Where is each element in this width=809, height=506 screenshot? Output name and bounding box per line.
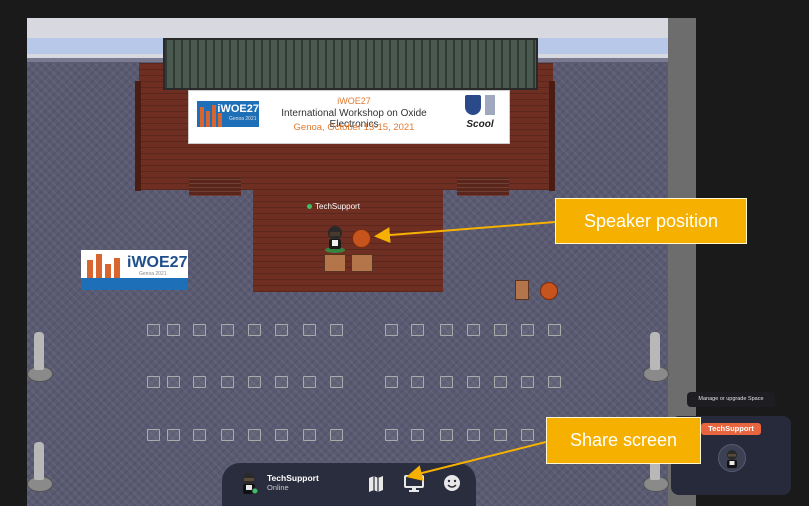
chair (248, 376, 261, 388)
statue-icon (27, 332, 53, 382)
event-dates: Genoa, October 13-15, 2021 (293, 122, 415, 133)
chair (275, 376, 288, 388)
stage-lower (253, 188, 443, 292)
chair (147, 376, 160, 388)
chair (303, 324, 316, 336)
chair (221, 429, 234, 441)
chair (193, 324, 206, 336)
chair (411, 324, 424, 336)
chair (167, 376, 180, 388)
player-nametag: TechSupport (307, 202, 360, 211)
chair (147, 429, 160, 441)
map-view[interactable]: iWOE27 Genoa 2021 iWOE27 International W… (27, 18, 696, 506)
chair (385, 376, 398, 388)
chair (494, 376, 507, 388)
logo-text: iWOE27 (217, 103, 259, 115)
chair (167, 324, 180, 336)
video-name-badge: TechSupport (701, 423, 761, 435)
logo-subtext: Genoa 2021 (229, 116, 257, 122)
stage-curtain (163, 38, 538, 90)
event-full-title: International Workshop on Oxide Electron… (281, 108, 427, 130)
user-avatar[interactable] (238, 472, 260, 496)
stage-rail-left (135, 81, 141, 191)
chair (221, 324, 234, 336)
chair (440, 324, 453, 336)
map-icon[interactable] (366, 474, 386, 494)
chair (440, 429, 453, 441)
sign-logo-subtext: Genoa 2021 (139, 271, 167, 277)
chair (548, 324, 561, 336)
partner-logo-icon (485, 95, 495, 115)
sign-logo-text: iWOE27 (127, 254, 188, 271)
chair (548, 376, 561, 388)
statue-icon (643, 332, 669, 382)
bottom-toolbar: TechSupport Online (222, 463, 476, 506)
share-screen-callout: Share screen (546, 417, 701, 464)
chair (193, 376, 206, 388)
chair (303, 429, 316, 441)
chair (193, 429, 206, 441)
stairs-left (189, 178, 241, 196)
chair (303, 376, 316, 388)
chair (467, 429, 480, 441)
chair (385, 324, 398, 336)
chair (521, 376, 534, 388)
chair (494, 429, 507, 441)
chair (248, 324, 261, 336)
chair (521, 324, 534, 336)
speaker-spot[interactable] (352, 229, 371, 248)
player-avatar[interactable] (324, 225, 346, 253)
manage-space-tooltip: Manage or upgrade Space (687, 392, 775, 407)
avatar-icon (727, 450, 737, 468)
podium-left (324, 254, 346, 272)
chair (330, 429, 343, 441)
partner-logo-text: Scool (466, 119, 494, 130)
university-crest-icon (465, 95, 481, 115)
chair (440, 376, 453, 388)
chair (330, 324, 343, 336)
user-name: TechSupport (267, 473, 319, 483)
speaker-position-callout: Speaker position (555, 198, 747, 244)
chair (411, 429, 424, 441)
share-screen-icon[interactable] (403, 473, 425, 493)
video-avatar (718, 444, 746, 472)
chair (275, 429, 288, 441)
side-podium (515, 280, 529, 300)
chair (467, 324, 480, 336)
iwoe-wall-sign: iWOE27 Genoa 2021 (81, 250, 188, 290)
user-status: Online (267, 483, 289, 492)
chair (411, 376, 424, 388)
iwoe-logo: iWOE27 Genoa 2021 (197, 101, 259, 127)
statue-icon (27, 442, 53, 492)
chair (221, 376, 234, 388)
chair (521, 429, 534, 441)
online-status-dot (307, 204, 312, 210)
player-nametag-text: TechSupport (315, 202, 360, 211)
chair (330, 376, 343, 388)
chair (467, 376, 480, 388)
chair (167, 429, 180, 441)
logo-wave (81, 278, 188, 290)
event-short-title: iWOE27 (337, 96, 371, 106)
chair (248, 429, 261, 441)
chair (275, 324, 288, 336)
chair (385, 429, 398, 441)
event-banner: iWOE27 Genoa 2021 iWOE27 International W… (188, 90, 510, 144)
stage-rail-right (549, 81, 555, 191)
chair (147, 324, 160, 336)
podium-right (351, 254, 373, 272)
stairs-right (457, 178, 509, 196)
side-spot[interactable] (540, 282, 558, 300)
emoji-icon[interactable] (442, 473, 462, 493)
chair (494, 324, 507, 336)
